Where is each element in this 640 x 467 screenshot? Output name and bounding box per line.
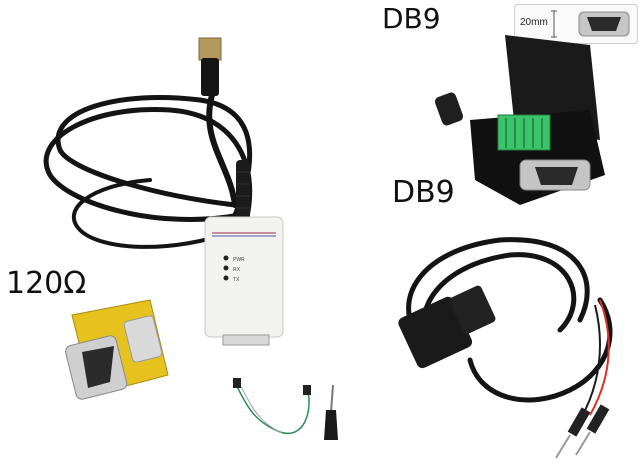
usb-plug-metal-icon <box>198 37 222 61</box>
db9-top-label: DB9 <box>382 2 441 35</box>
dimension-text: 20mm <box>520 17 548 28</box>
jumper-end-icon <box>233 378 241 388</box>
led-pwr-label: PWR <box>233 257 245 263</box>
gender-changer-icon <box>65 299 169 400</box>
led-rx-label: RX <box>233 267 241 273</box>
db9-terminal-adapter-icon <box>434 35 605 205</box>
resistor-label: 120Ω <box>6 266 87 301</box>
db9-cable-label: DB9 <box>392 175 455 210</box>
usb-cable-icon <box>43 92 253 249</box>
converter-box-icon <box>204 216 284 346</box>
black-wire-icon <box>579 304 601 421</box>
screwdriver-icon <box>324 384 338 440</box>
db9-inset-icon <box>551 10 630 38</box>
wire-ferrule-icon <box>555 404 610 459</box>
red-wire-icon <box>589 299 610 416</box>
strain-relief-icon <box>236 160 250 220</box>
usb-plug-body-icon <box>201 58 219 96</box>
led-tx-label: TX <box>233 277 240 283</box>
jumper-wire-icon <box>235 384 310 435</box>
db9-female-connector-icon <box>398 285 496 369</box>
